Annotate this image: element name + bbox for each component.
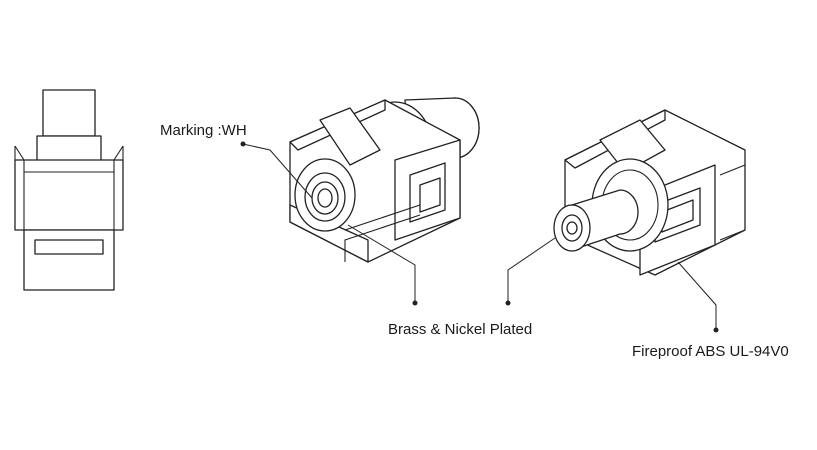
abs-leader [677,261,717,330]
brass-label: Brass & Nickel Plated [388,321,533,338]
side-view-jack [14,89,124,291]
brass-leader-2 [507,237,556,303]
abs-label: Fireproof ABS UL-94V0 [632,343,789,360]
side-view-rca-barrel [42,89,96,137]
side-view-slot [34,239,104,255]
side-view-lower-body [23,229,115,291]
side-view-right-latch [113,145,124,230]
brass-leader-1 [347,224,416,303]
marking-label: Marking :WH [160,122,247,139]
keystone-jack-front-angle [289,97,480,263]
marking-leader [242,143,313,199]
top-latch [319,107,381,166]
side-view-left-latch [14,145,25,230]
leader-lines [240,141,719,333]
keystone-jack-rear-angle [553,109,746,276]
side-view-body [14,159,124,231]
side-view-collar [36,135,102,162]
